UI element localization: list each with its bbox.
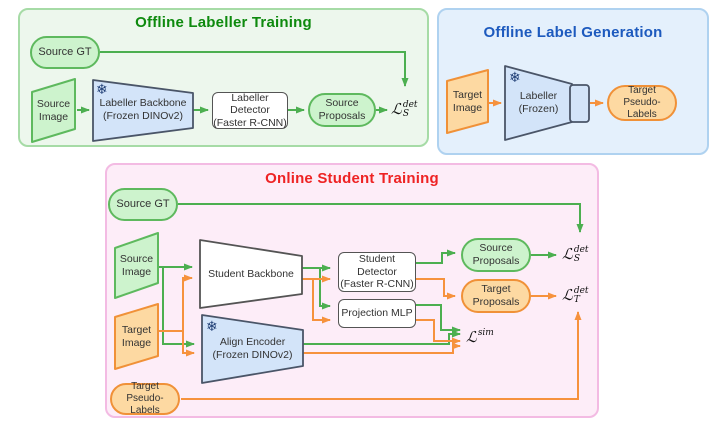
p3-losssim-sup: sim [477,328,494,338]
p3-wire-detector-to-srcproposals [416,249,456,264]
p1-source-image-shape [31,78,76,143]
p3-student-backbone-label: Student Backbone [208,267,294,280]
p3-title: Online Student Training [265,170,439,187]
p3-wire-backbone-to-mlp-g [319,268,331,310]
p3-wire-backbone-to-mlp-o [312,279,331,324]
p1-labeller-detector-node: Labeller Detector (Faster R-CNN) [212,91,288,129]
p1-loss-sub: S [402,109,409,120]
p1-loss-sup: det [402,100,418,110]
p1-snowflake-icon: ❄ [96,81,108,97]
p3-wire-mlp-to-losssim-g [416,304,461,334]
p3-wire-detector-to-tgtproposals [416,278,456,300]
p3-wire-pseudolabels-to-lossT [181,311,582,400]
p1-source-gt-node: Source GT [30,36,100,69]
p1-green-wires [77,51,409,114]
p3-snowflake-icon: ❄ [206,318,218,334]
p3-lossS-sub: S [573,254,580,265]
p2-target-image-shape [446,69,489,134]
p2-title: Offline Label Generation [483,24,663,41]
p3-source-gt-node: Source GT [108,188,178,221]
p3-wire-align-to-losssim-g [303,330,461,345]
p1-labeller-backbone-label: Labeller Backbone (Frozen DINOv2) [99,97,187,122]
p2-labeller-head-shape [569,84,590,123]
p2-target-pseudo-labels-node: Target Pseudo-Labels [607,85,677,121]
p3-losssim-base: ℒ [466,328,477,346]
p3-target-pseudo-labels-node: Target Pseudo-Labels [110,381,180,416]
p3-lossS-sup: det [573,245,589,255]
p3-wire-sourcegt-to-lossS [178,203,584,233]
p3-lossT-sup: det [573,286,589,296]
p3-source-image-label: Source Image [119,252,154,278]
p1-loss-base: ℒ [391,100,402,119]
p2-labeller-label: Labeller (Frozen) [518,90,559,115]
p3-wire-tgtimage-to-align [182,331,195,357]
p3-wire-mlp-to-losssim-o [416,319,461,345]
p3-student-detector-node: Student Detector (Faster R-CNN) [338,252,416,292]
p1-source-proposals-node: Source Proposals [308,93,376,127]
p1-title: Offline Labeller Training [135,14,312,31]
p3-orange-wires [158,274,582,400]
p3-lossT-sub: T [573,295,580,306]
p1-labeller-backbone-shape [92,79,194,142]
p3-source-image-shape [114,232,159,299]
p3-projection-mlp-node: Projection MLP [338,299,416,328]
p3-target-image-label: Target Image [121,323,152,349]
p3-wire-tgtimage-to-backbone [158,274,193,332]
p1-wire-sourcegt-to-loss [100,51,409,87]
p3-lossS-base: ℒ [562,245,573,264]
p3-student-backbone-shape [199,239,303,309]
p3-lossT-base: ℒ [562,286,573,305]
p3-target-image-shape [114,303,159,370]
p2-target-image-label: Target Image [452,88,483,114]
p3-align-encoder-shape [201,314,304,384]
p1-source-image-label: Source Image [36,97,71,123]
p3-target-proposals-node: Target Proposals [461,279,531,313]
p3-source-proposals-node: Source Proposals [461,238,531,272]
p3-wire-align-to-losssim-o [303,342,461,354]
p2-snowflake-icon: ❄ [509,69,521,85]
p3-align-encoder-label: Align Encoder (Frozen DINOv2) [212,336,293,361]
